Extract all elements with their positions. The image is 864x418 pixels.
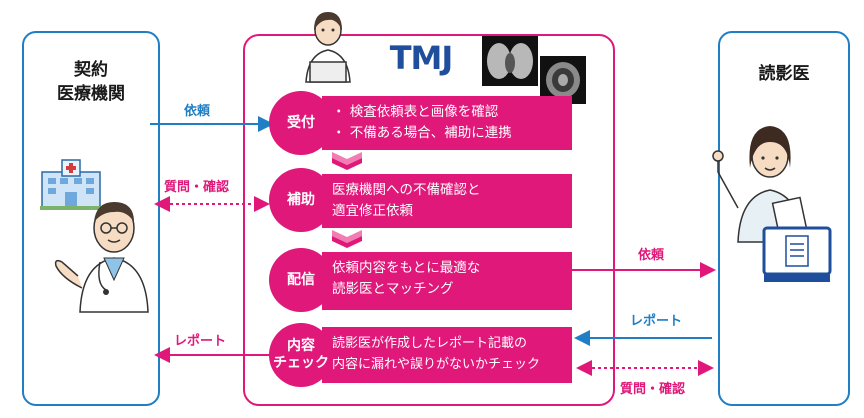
doctor-illustration [54, 202, 149, 313]
right-request-label: 依頼 [638, 248, 665, 263]
right-report-label: レポート [630, 314, 683, 329]
tmj-logo: TMJ [389, 39, 454, 77]
hospital-icon [40, 159, 102, 210]
step-distribution-badge: 配信 [269, 248, 333, 312]
operator-illustration [305, 12, 351, 83]
step-distribution-description: 依頼内容をもとに最適な 読影医とマッチング [322, 252, 572, 310]
step-reception-badge: 受付 [269, 91, 333, 155]
right-inquiry-label: 質問・確認 [620, 382, 686, 397]
monitor-icon [762, 226, 832, 282]
radiologist-title: 読影医 [758, 64, 810, 84]
ct-chest-image [482, 36, 538, 86]
left-request-label: 依頼 [184, 104, 211, 119]
left-inquiry-label: 質問・確認 [164, 180, 230, 195]
medical-institution-panel [22, 31, 160, 406]
step-assist-description: 医療機関への不備確認と 適宜修正依頼 [322, 174, 572, 228]
step-reception-description: ・ 検査依頼表と画像を確認 ・ 不備ある場合、補助に連携 [322, 96, 572, 150]
chevron-down-icon [332, 230, 362, 248]
left-report-label: レポート [174, 334, 227, 349]
ct-head-image [540, 56, 586, 104]
medical-institution-title: 契約 医療機関 [57, 60, 125, 104]
step-content-check-description: 読影医が作成したレポート記載の 内容に漏れや誤りがないかチェック [322, 327, 572, 383]
chevron-down-icon [332, 152, 362, 170]
step-assist-badge: 補助 [269, 168, 333, 232]
step-content-check-badge: 内容 チェック [269, 323, 333, 387]
